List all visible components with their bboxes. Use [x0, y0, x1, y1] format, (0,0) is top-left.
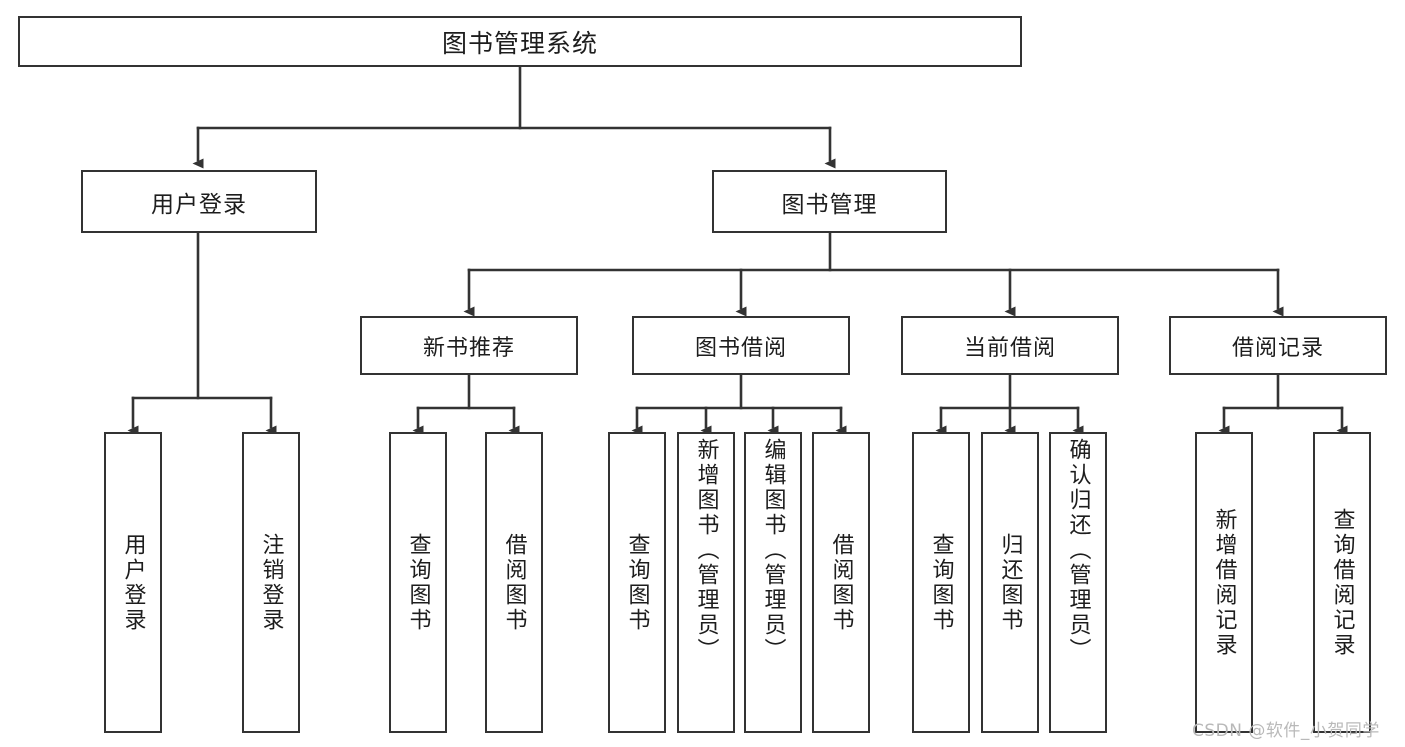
leaf-query-book-current[interactable]: 查询图书	[912, 432, 970, 733]
leaf-confirm-return-admin[interactable]: 确认归还（管理员）	[1049, 432, 1107, 733]
leaf-borrow-book[interactable]: 借阅图书	[812, 432, 870, 733]
node-current-borrow[interactable]: 当前借阅	[901, 316, 1119, 375]
leaf-user-login[interactable]: 用户登录	[104, 432, 162, 733]
node-root-system[interactable]: 图书管理系统	[18, 16, 1022, 67]
leaf-query-borrow-record[interactable]: 查询借阅记录	[1313, 432, 1371, 733]
leaf-add-book-admin[interactable]: 新增图书（管理员）	[677, 432, 735, 733]
node-user-login[interactable]: 用户登录	[81, 170, 317, 233]
leaf-add-borrow-record[interactable]: 新增借阅记录	[1195, 432, 1253, 733]
node-book-manage[interactable]: 图书管理	[712, 170, 947, 233]
leaf-edit-book-admin[interactable]: 编辑图书（管理员）	[744, 432, 802, 733]
leaf-borrow-book-recommend[interactable]: 借阅图书	[485, 432, 543, 733]
leaf-query-book-recommend[interactable]: 查询图书	[389, 432, 447, 733]
node-new-book-recommend[interactable]: 新书推荐	[360, 316, 578, 375]
node-borrow-record[interactable]: 借阅记录	[1169, 316, 1387, 375]
csdn-watermark: CSDN @软件_小贺同学	[1192, 721, 1380, 741]
leaf-logout[interactable]: 注销登录	[242, 432, 300, 733]
node-book-borrow[interactable]: 图书借阅	[632, 316, 850, 375]
leaf-query-book-borrow[interactable]: 查询图书	[608, 432, 666, 733]
leaf-return-book[interactable]: 归还图书	[981, 432, 1039, 733]
